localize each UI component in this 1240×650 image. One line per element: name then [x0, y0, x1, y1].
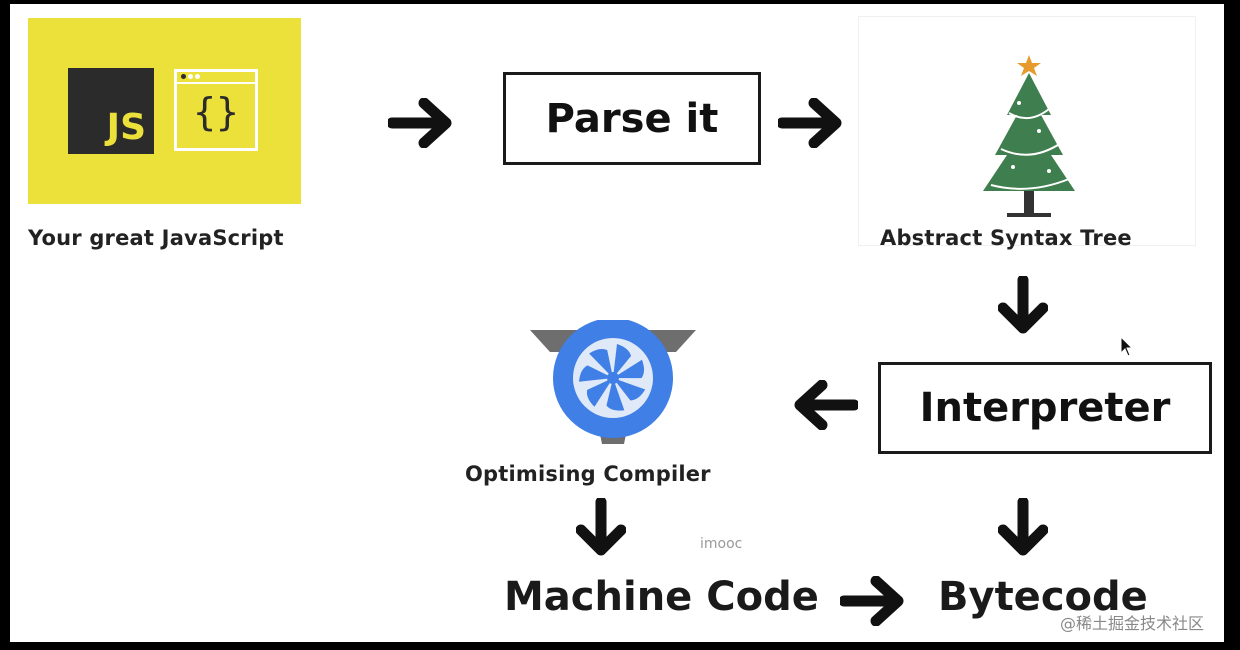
parse-it-box: Parse it [503, 72, 761, 165]
code-window-icon: {} [174, 69, 258, 151]
compiler-caption: Optimising Compiler [465, 462, 711, 486]
braces-glyph: {} [193, 90, 239, 134]
arrow-down-icon [998, 498, 1048, 556]
js-source-panel: JS {} [28, 18, 301, 204]
machine-code-label: Machine Code [504, 574, 819, 620]
arrow-left-icon [794, 380, 858, 430]
interpreter-label: Interpreter [919, 385, 1171, 431]
js-logo: JS [68, 68, 154, 154]
mouse-cursor-icon [1120, 336, 1134, 357]
bytecode-label: Bytecode [938, 574, 1148, 620]
arrow-right-icon [388, 98, 452, 148]
arrow-right-icon [778, 98, 842, 148]
arrow-down-icon [998, 276, 1048, 334]
pipeline-diagram: JS {} Your great JavaScript Parse it [10, 4, 1224, 642]
js-source-caption: Your great JavaScript [28, 226, 284, 250]
arrow-right-icon [840, 576, 904, 626]
corner-watermark: @稀土掘金技术社区 [1060, 614, 1205, 633]
interpreter-box: Interpreter [878, 362, 1212, 454]
watermark-text: imooc [700, 536, 743, 552]
ast-caption: Abstract Syntax Tree [880, 226, 1132, 250]
christmas-tree-icon [983, 55, 1075, 217]
turbofan-icon [530, 320, 696, 444]
arrow-down-icon [576, 498, 626, 556]
window-titlebar [177, 72, 255, 84]
ast-panel [858, 16, 1196, 246]
parse-it-label: Parse it [545, 95, 719, 142]
js-logo-text: JS [106, 107, 146, 148]
